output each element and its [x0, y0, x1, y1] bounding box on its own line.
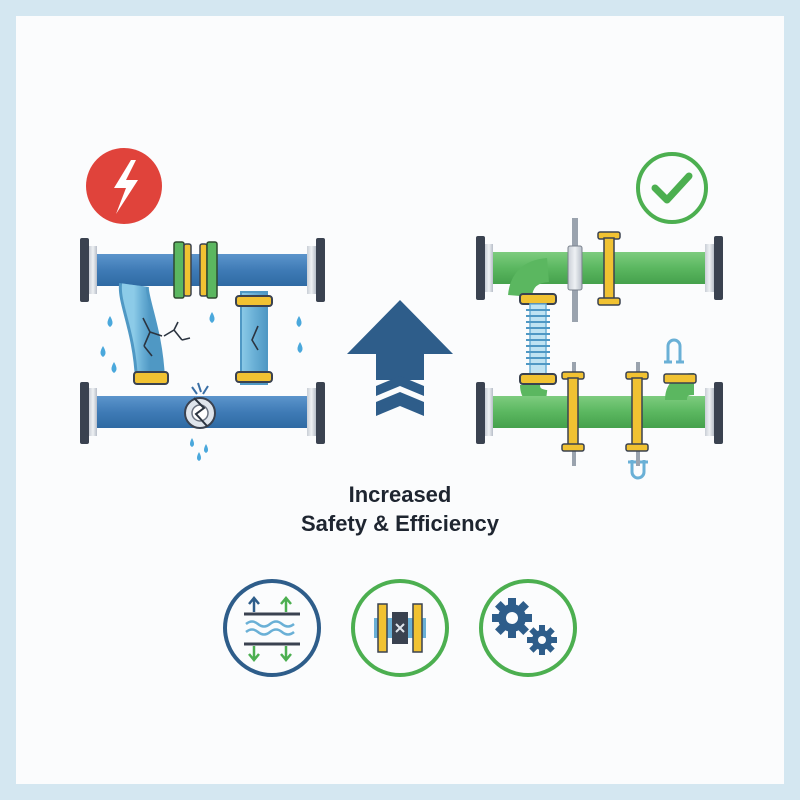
bottom-pipe-damaged — [80, 382, 325, 444]
caption-line-1: Increased — [348, 482, 452, 507]
gears-icon — [479, 579, 577, 677]
top-pipe-damaged — [80, 238, 325, 302]
caption-line-2: Safety & Efficiency — [300, 511, 500, 536]
pipe-clamp-icon — [351, 579, 449, 677]
lightning-bolt-icon — [86, 148, 162, 224]
water-drops — [100, 312, 303, 461]
checkmark-icon — [636, 152, 708, 224]
repaired-pipeline — [476, 152, 723, 480]
straight-connector-pipe — [235, 291, 273, 385]
damaged-pipeline — [80, 148, 325, 461]
spring-connector — [508, 258, 557, 410]
pressure-flow-icon — [223, 579, 321, 677]
bottom-pipe-repaired — [476, 338, 723, 480]
caption: Increased Safety & Efficiency — [200, 480, 600, 538]
top-pipe-repaired — [476, 218, 723, 322]
bent-connector-pipe — [118, 283, 191, 385]
up-arrow-icon — [347, 300, 453, 416]
